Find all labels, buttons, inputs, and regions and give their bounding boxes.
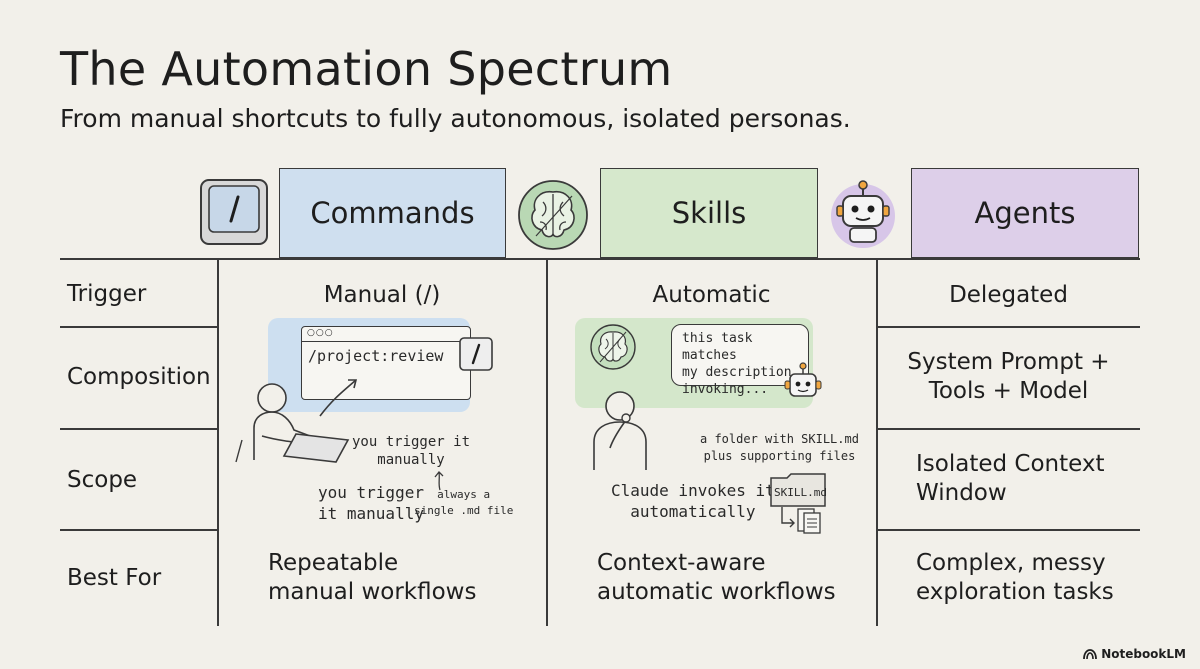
- notebooklm-logo: NotebookLM: [1083, 647, 1186, 661]
- column-header-agents: Agents: [911, 168, 1139, 258]
- table-top-border: [60, 258, 1140, 260]
- row-divider: [60, 326, 217, 328]
- speech-bubble: this task matches my description, invoki…: [671, 324, 809, 397]
- column-divider: [217, 258, 219, 626]
- note-trigger-manually-2: you trigger it manually: [318, 483, 424, 523]
- skills-best-for: Context-aware automatic workflows: [597, 550, 836, 605]
- folder-icon: [770, 473, 826, 507]
- notebooklm-icon: [1083, 649, 1098, 660]
- row-label-composition: Composition: [67, 364, 211, 390]
- note-folder-with-skill: a folder with SKILL.md plus supporting f…: [700, 432, 859, 463]
- row-divider: [876, 326, 1140, 328]
- row-divider: [876, 428, 1140, 430]
- robot-icon: [831, 180, 895, 248]
- slash-key-small-icon: [459, 337, 493, 371]
- column-header-commands: Commands: [279, 168, 506, 258]
- column-divider: [546, 258, 548, 626]
- skills-trigger: Automatic: [652, 282, 771, 308]
- robot-small-icon: [784, 362, 822, 397]
- row-label-trigger: Trigger: [67, 281, 147, 307]
- page-title: The Automation Spectrum: [60, 42, 673, 96]
- terminal-window: ○○○ /project:review: [301, 326, 471, 400]
- terminal-titlebar: ○○○: [302, 327, 470, 342]
- note-trigger-manually-1: you trigger it manually: [352, 434, 471, 468]
- brain-icon: [518, 180, 588, 250]
- agents-trigger: Delegated: [949, 282, 1068, 308]
- file-icon: [781, 507, 821, 534]
- agents-composition: System Prompt + Tools + Model: [907, 349, 1110, 404]
- window-dots-icon: ○○○: [307, 328, 334, 338]
- note-single-md-file: always a single .md file: [414, 488, 514, 517]
- column-header-skills: Skills: [600, 168, 818, 258]
- brain-small-icon: [590, 324, 636, 370]
- folder-label: SKILL.md: [774, 486, 827, 499]
- column-divider: [876, 258, 878, 626]
- command-text: /project:review: [308, 347, 444, 365]
- logo-text: NotebookLM: [1101, 647, 1186, 661]
- bubble-text: this task matches my description, invoki…: [682, 331, 800, 397]
- commands-best-for: Repeatable manual workflows: [268, 550, 477, 605]
- row-divider: [60, 529, 217, 531]
- commands-trigger: Manual (/): [323, 282, 441, 308]
- slash-key-icon: [200, 179, 268, 245]
- person-typing-icon: [235, 379, 358, 463]
- arrow-icon: [434, 471, 444, 491]
- agents-best-for: Complex, messy exploration tasks: [916, 550, 1114, 605]
- row-divider: [876, 529, 1140, 531]
- person-thinking-icon: [593, 391, 647, 470]
- note-claude-invokes: Claude invokes it automatically: [611, 481, 775, 521]
- page-subtitle: From manual shortcuts to fully autonomou…: [60, 104, 851, 133]
- agents-scope: Isolated Context Window: [916, 451, 1105, 506]
- row-label-scope: Scope: [67, 467, 138, 493]
- row-divider: [60, 428, 217, 430]
- row-label-best-for: Best For: [67, 565, 162, 591]
